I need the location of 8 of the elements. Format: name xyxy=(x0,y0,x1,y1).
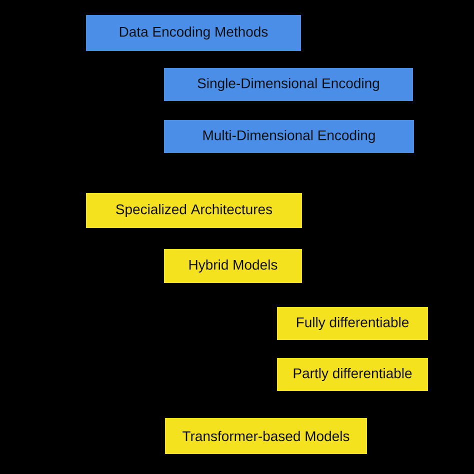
category-box: Partly differentiable xyxy=(277,358,428,391)
category-box: Hybrid Models xyxy=(164,249,302,283)
category-box: Single-Dimensional Encoding xyxy=(164,68,413,101)
category-box: Multi-Dimensional Encoding xyxy=(164,120,414,153)
category-box: Transformer-based Models xyxy=(165,418,367,454)
category-box: Fully differentiable xyxy=(277,307,428,340)
category-box: Data Encoding Methods xyxy=(86,15,301,51)
category-box: Specialized Architectures xyxy=(86,193,302,228)
